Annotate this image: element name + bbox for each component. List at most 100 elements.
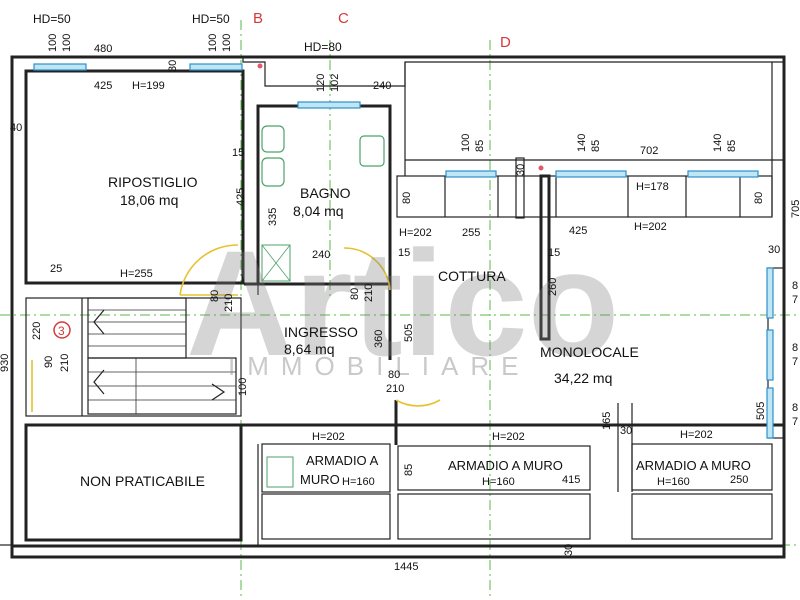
dim-label: H=202 xyxy=(312,431,345,443)
dim-label: 15 xyxy=(398,247,410,259)
dim-label: 40 xyxy=(10,122,22,134)
dim-label: 260 xyxy=(547,278,559,296)
dim-label: 702 xyxy=(640,145,658,157)
dim-label: 220 xyxy=(31,322,43,340)
room-cottura-name: COTTURA xyxy=(438,268,506,284)
dim-label: 210 xyxy=(363,284,375,302)
dim-label: 255 xyxy=(462,227,480,239)
dim-label: 100 xyxy=(47,34,59,52)
doors xyxy=(31,244,441,412)
dim-label: 100 xyxy=(237,378,249,396)
walls xyxy=(0,55,786,559)
dim-label: 8 xyxy=(792,280,798,292)
dim-label: 30 xyxy=(563,544,575,556)
dim-label: 165 xyxy=(601,412,613,430)
watermark-logo: Artico xyxy=(186,219,619,387)
dim-label: 80 xyxy=(349,288,361,300)
stair-marker-label: 3 xyxy=(58,324,65,338)
dim-hd80: HD=80 xyxy=(304,40,342,54)
dim-label: 140 xyxy=(712,134,724,152)
dim-label: 705 xyxy=(790,200,800,218)
room-monolocale-name: MONOLOCALE xyxy=(540,344,639,360)
dim-label: 100 xyxy=(460,134,472,152)
dim-label: 85 xyxy=(590,140,602,152)
dim-label: 425 xyxy=(235,188,247,206)
wardrobe-center: ARMADIO A MURO xyxy=(448,458,563,473)
dim-label: 240 xyxy=(373,80,391,92)
axis-label-c: C xyxy=(338,10,349,27)
room-monolocale-area: 34,22 mq xyxy=(554,370,612,386)
dim-hd50-right: HD=50 xyxy=(192,12,230,26)
dim-label: 210 xyxy=(386,383,404,395)
dim-label: 7 xyxy=(792,416,798,428)
dim-label: 100 xyxy=(61,34,73,52)
dim-label: 250 xyxy=(730,474,748,486)
dim-label: 15 xyxy=(232,147,244,159)
dim-label: 80 xyxy=(209,290,221,302)
dim-label: 25 xyxy=(50,263,62,275)
dim-label: H=160 xyxy=(342,476,375,488)
dim-label: 505 xyxy=(403,324,415,342)
room-bagno-area: 8,04 mq xyxy=(293,203,344,219)
axis-label-d: D xyxy=(500,34,511,51)
dim-label: 102 xyxy=(329,74,341,92)
dim-label: 7 xyxy=(792,294,798,306)
wardrobe-left-line2: MURO xyxy=(300,472,340,487)
dim-label: 8 xyxy=(792,342,798,354)
dim-label: 85 xyxy=(726,140,738,152)
windows xyxy=(33,63,774,439)
room-ripostiglio-area: 18,06 mq xyxy=(120,192,178,208)
dim-label: 90 xyxy=(43,356,55,368)
dim-label: H=202 xyxy=(680,429,713,441)
dim-label: H=202 xyxy=(634,221,667,233)
room-ingresso-area: 8,64 mq xyxy=(284,341,335,357)
axis-label-b: B xyxy=(253,10,263,27)
dim-label: 30 xyxy=(167,60,179,72)
dim-label: 80 xyxy=(401,192,413,204)
column-marker xyxy=(538,165,544,171)
dimension-labels: HD=50 HD=50 HD=80 100 100 100 100 480 42… xyxy=(0,12,800,573)
dim-label: 15 xyxy=(548,247,560,259)
dim-label: 425 xyxy=(94,80,112,92)
dim-label: 8 xyxy=(792,402,798,414)
dim-label: H=255 xyxy=(120,268,153,280)
dim-label: 505 xyxy=(755,402,767,420)
dim-label: 240 xyxy=(312,249,330,261)
wardrobe-right: ARMADIO A MURO xyxy=(636,458,751,473)
dim-label: 425 xyxy=(569,225,587,237)
dim-label: 930 xyxy=(0,354,11,372)
dim-label: H=160 xyxy=(657,476,690,488)
dim-label: 335 xyxy=(267,208,279,226)
room-bagno-name: BAGNO xyxy=(300,185,351,201)
dim-label: H=199 xyxy=(132,80,165,92)
dim-label: 210 xyxy=(59,354,71,372)
room-ingresso-name: INGRESSO xyxy=(284,324,358,340)
staircase xyxy=(87,297,237,415)
dim-label: 30 xyxy=(768,244,780,256)
room-ripostiglio-name: RIPOSTIGLIO xyxy=(108,174,198,190)
wardrobe-left-line1: ARMADIO A xyxy=(306,453,379,468)
room-non-praticabile-name: NON PRATICABILE xyxy=(80,473,205,489)
dim-label: 30 xyxy=(515,164,527,176)
dim-label: 360 xyxy=(373,330,385,348)
dim-label: H=178 xyxy=(636,181,669,193)
dim-label: 415 xyxy=(562,474,580,486)
dim-label: 7 xyxy=(792,356,798,368)
bathroom-fixtures xyxy=(261,125,385,488)
dim-label: 80 xyxy=(388,369,400,381)
dim-label: 30 xyxy=(620,425,632,437)
dim-label: H=160 xyxy=(482,476,515,488)
dim-label: 100 xyxy=(207,34,219,52)
dim-hd50-left: HD=50 xyxy=(33,12,71,26)
dim-label: H=202 xyxy=(492,431,525,443)
dim-label: 80 xyxy=(753,192,765,204)
dim-label: 480 xyxy=(94,43,112,55)
dim-label: 1445 xyxy=(394,561,418,573)
dim-label: 210 xyxy=(223,294,235,312)
column-marker xyxy=(257,63,263,69)
dim-label: 85 xyxy=(474,140,486,152)
dim-label: 120 xyxy=(315,74,327,92)
dim-label: H=202 xyxy=(399,227,432,239)
dim-label: 100 xyxy=(221,34,233,52)
